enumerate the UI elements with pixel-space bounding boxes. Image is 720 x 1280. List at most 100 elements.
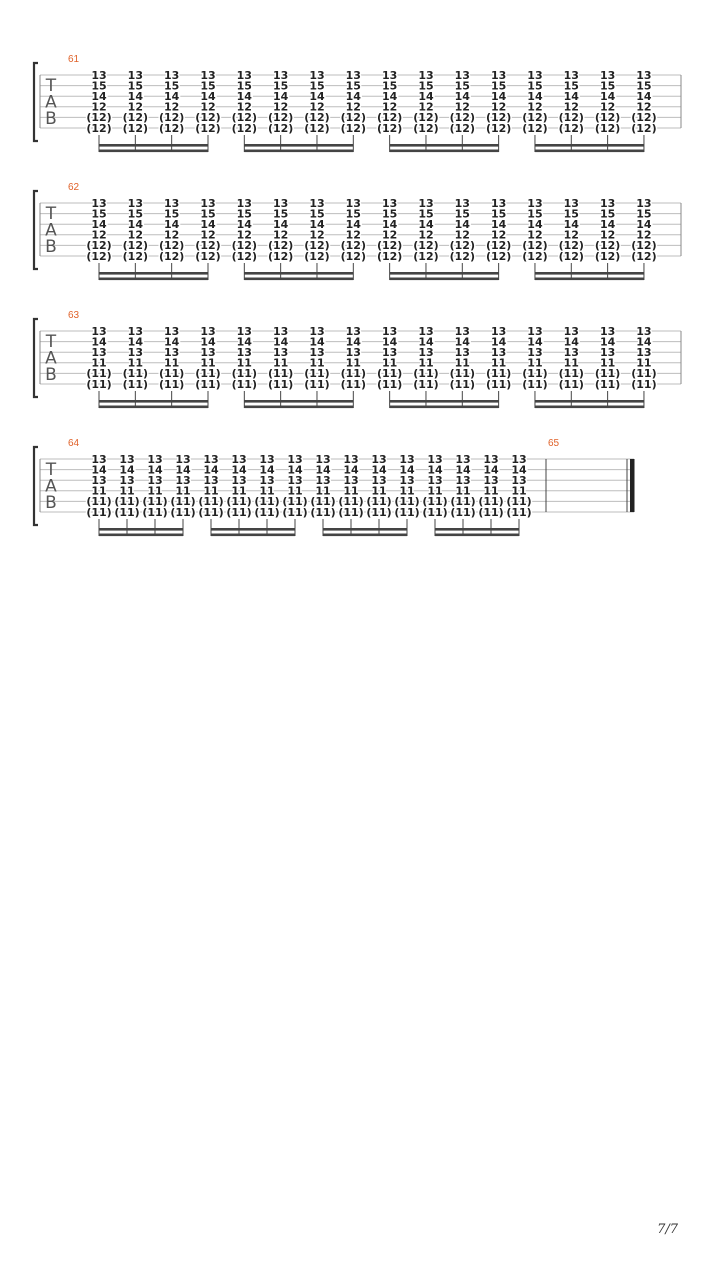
fret-number: (12) <box>413 111 438 124</box>
fret-number: 12 <box>128 101 143 114</box>
beam <box>244 405 354 409</box>
fret-number: 15 <box>418 207 433 220</box>
fret-number: (12) <box>123 122 148 135</box>
tab-clef-letter: T <box>45 332 57 352</box>
tab-clef-letter: A <box>45 477 57 497</box>
fret-number: (11) <box>195 378 220 391</box>
beam <box>534 272 644 275</box>
system-bracket <box>32 445 38 527</box>
fret-number: 12 <box>273 101 288 114</box>
fret-number: 12 <box>418 101 433 114</box>
measure-number: 65 <box>548 438 560 449</box>
fret-number: 14 <box>346 90 362 103</box>
fret-number: 14 <box>164 218 180 231</box>
fret-number: 13 <box>455 346 470 359</box>
fret-number: 13 <box>418 69 433 82</box>
fret-number: 13 <box>511 453 526 466</box>
beam <box>99 272 208 275</box>
fret-number: (12) <box>631 239 656 252</box>
fret-number: 14 <box>636 335 652 348</box>
fret-number: 13 <box>200 197 215 210</box>
fret-number: (12) <box>559 239 584 252</box>
fret-number: (11) <box>282 495 307 508</box>
fret-number: 11 <box>455 357 470 370</box>
fret-number: (12) <box>159 111 184 124</box>
final-barline-thick <box>630 459 635 512</box>
fret-number: (11) <box>595 378 620 391</box>
fret-number: (12) <box>486 122 511 135</box>
fret-number: 15 <box>491 79 506 92</box>
fret-number: 13 <box>203 453 218 466</box>
fret-number: (11) <box>506 495 531 508</box>
fret-number: 11 <box>203 485 218 498</box>
fret-number: 15 <box>200 207 215 220</box>
fret-number: 14 <box>600 218 616 231</box>
fret-number: (12) <box>595 122 620 135</box>
fret-number: 13 <box>309 325 324 338</box>
fret-number: 13 <box>128 69 143 82</box>
fret-number: 11 <box>91 485 106 498</box>
fret-number: 15 <box>382 79 397 92</box>
fret-number: 13 <box>164 325 179 338</box>
fret-number: 13 <box>231 474 246 487</box>
fret-number: 13 <box>636 346 651 359</box>
fret-number: 11 <box>418 357 433 370</box>
fret-number: (11) <box>450 506 475 519</box>
fret-number: (11) <box>86 378 111 391</box>
fret-number: 14 <box>231 463 247 476</box>
fret-number: 13 <box>273 197 288 210</box>
fret-number: 13 <box>382 197 397 210</box>
fret-number: 11 <box>527 357 542 370</box>
fret-number: (12) <box>595 239 620 252</box>
fret-number: 13 <box>200 325 215 338</box>
fret-number: 11 <box>427 485 442 498</box>
fret-number: (11) <box>522 378 547 391</box>
fret-number: (11) <box>450 495 475 508</box>
fret-number: 14 <box>455 463 471 476</box>
fret-number: 13 <box>164 197 179 210</box>
system-bracket <box>32 189 38 271</box>
system-bracket <box>32 61 38 143</box>
fret-number: 13 <box>427 474 442 487</box>
fret-number: 14 <box>119 463 135 476</box>
fret-number: (12) <box>413 122 438 135</box>
fret-number: 12 <box>128 229 143 242</box>
beam <box>99 528 183 531</box>
fret-number: (11) <box>486 378 511 391</box>
fret-number: (11) <box>366 495 391 508</box>
fret-number: (12) <box>341 239 366 252</box>
tab-clef-letter: A <box>45 93 57 113</box>
fret-number: 13 <box>237 325 252 338</box>
fret-number: 13 <box>564 325 579 338</box>
fret-number: 13 <box>343 453 358 466</box>
tab-clef-letter: T <box>45 460 57 480</box>
fret-number: 14 <box>418 90 434 103</box>
fret-number: 13 <box>527 325 542 338</box>
fret-number: 13 <box>382 346 397 359</box>
fret-number: 14 <box>399 463 415 476</box>
fret-number: (12) <box>450 111 475 124</box>
fret-number: 12 <box>418 229 433 242</box>
fret-number: (12) <box>522 239 547 252</box>
beam <box>99 533 183 537</box>
fret-number: 14 <box>91 335 107 348</box>
fret-number: 13 <box>231 453 246 466</box>
tab-clef-letter: T <box>45 76 57 96</box>
fret-number: (11) <box>595 367 620 380</box>
fret-number: (11) <box>394 495 419 508</box>
fret-number: (11) <box>450 378 475 391</box>
fret-number: 13 <box>371 453 386 466</box>
fret-number: 15 <box>237 79 252 92</box>
fret-number: 12 <box>309 229 324 242</box>
fret-number: 14 <box>455 335 471 348</box>
fret-number: 15 <box>237 207 252 220</box>
fret-number: 13 <box>343 474 358 487</box>
fret-number: 12 <box>564 229 579 242</box>
fret-number: (11) <box>413 367 438 380</box>
fret-number: (12) <box>123 250 148 263</box>
fret-number: 13 <box>128 346 143 359</box>
fret-number: (12) <box>86 111 111 124</box>
fret-number: 14 <box>203 463 219 476</box>
fret-number: (12) <box>341 250 366 263</box>
fret-number: (11) <box>159 378 184 391</box>
